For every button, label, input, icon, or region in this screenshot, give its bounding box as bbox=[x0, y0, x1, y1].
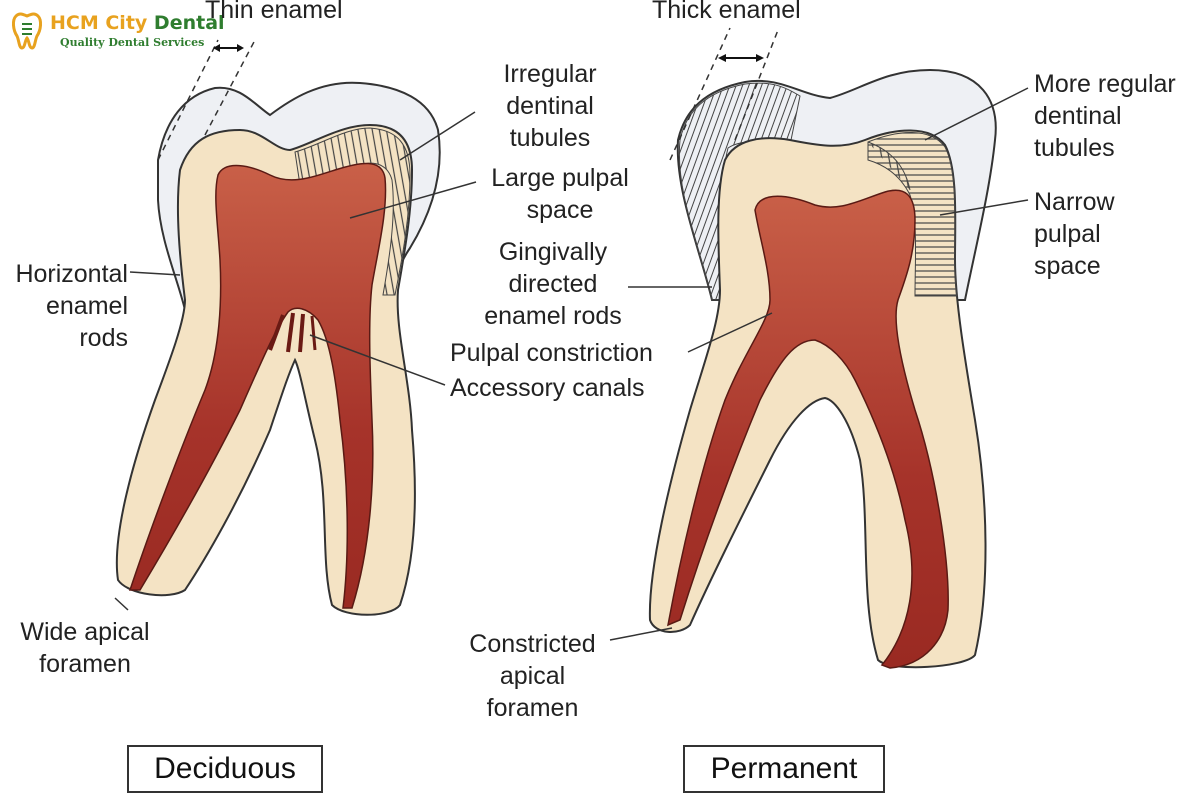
permanent-pulp bbox=[667, 189, 949, 669]
label-line: Large pulpal bbox=[491, 164, 629, 192]
tooth-logo-icon bbox=[12, 12, 42, 50]
label-thin-enamel: Thin enamel bbox=[205, 0, 343, 24]
label-line: tubules bbox=[509, 124, 591, 152]
deciduous-tooth bbox=[114, 39, 477, 616]
logo: HCM City Dental Quality Dental Services bbox=[10, 8, 225, 58]
accessory-canal bbox=[298, 313, 305, 353]
label-irregular-tubules: Irregular dentinal tubules bbox=[475, 58, 625, 154]
label-line: Constricted bbox=[469, 630, 596, 658]
label-line: Gingivally bbox=[498, 238, 608, 266]
label-line: space bbox=[526, 196, 594, 224]
label-line: Irregular bbox=[503, 60, 597, 88]
label-line: dentinal bbox=[506, 92, 594, 120]
deciduous-pulp bbox=[128, 162, 387, 609]
label-line: tubules bbox=[1034, 134, 1115, 162]
label-line: Wide apical bbox=[20, 618, 150, 646]
accessory-canal bbox=[310, 315, 317, 351]
label-line: rods bbox=[79, 324, 128, 352]
label-line: pulpal bbox=[1034, 220, 1101, 248]
label-line: dentinal bbox=[1034, 102, 1122, 130]
label-line: Horizontal bbox=[15, 260, 128, 288]
label-wide-apical-foramen: Wide apical foramen bbox=[5, 616, 165, 680]
label-line: enamel rods bbox=[484, 302, 622, 330]
caption-permanent: Permanent bbox=[683, 745, 885, 793]
label-line: space bbox=[1034, 252, 1101, 280]
label-accessory-canals: Accessory canals bbox=[450, 374, 645, 402]
label-line: More regular bbox=[1034, 70, 1176, 98]
accessory-canal bbox=[286, 312, 295, 353]
label-large-pulpal-space: Large pulpal space bbox=[475, 162, 645, 226]
accessory-canal bbox=[268, 314, 285, 351]
label-line: Narrow bbox=[1034, 188, 1115, 216]
logo-name-primary: HCM City bbox=[50, 12, 148, 34]
caption-deciduous: Deciduous bbox=[127, 745, 323, 793]
logo-name-secondary: Dental bbox=[153, 12, 225, 34]
label-regular-tubules: More regular dentinal tubules bbox=[1034, 68, 1176, 164]
permanent-tooth bbox=[609, 27, 1029, 669]
label-narrow-pulpal-space: Narrow pulpal space bbox=[1034, 186, 1115, 282]
label-line: enamel bbox=[46, 292, 128, 320]
label-line: directed bbox=[508, 270, 598, 298]
label-line: foramen bbox=[486, 694, 579, 722]
label-line: apical bbox=[499, 662, 566, 690]
label-pulpal-constriction: Pulpal constriction bbox=[450, 339, 653, 367]
label-thick-enamel: Thick enamel bbox=[652, 0, 801, 24]
label-line: foramen bbox=[39, 650, 131, 678]
permanent-tubules bbox=[867, 132, 958, 297]
logo-name: HCM City Dental bbox=[50, 12, 225, 34]
label-gingivally-directed-rods: Gingivally directed enamel rods bbox=[478, 236, 628, 332]
logo-tagline: Quality Dental Services bbox=[60, 36, 205, 49]
label-horizontal-enamel-rods: Horizontal enamel rods bbox=[0, 258, 128, 354]
label-constricted-apical-foramen: Constricted apical foramen bbox=[455, 628, 610, 724]
